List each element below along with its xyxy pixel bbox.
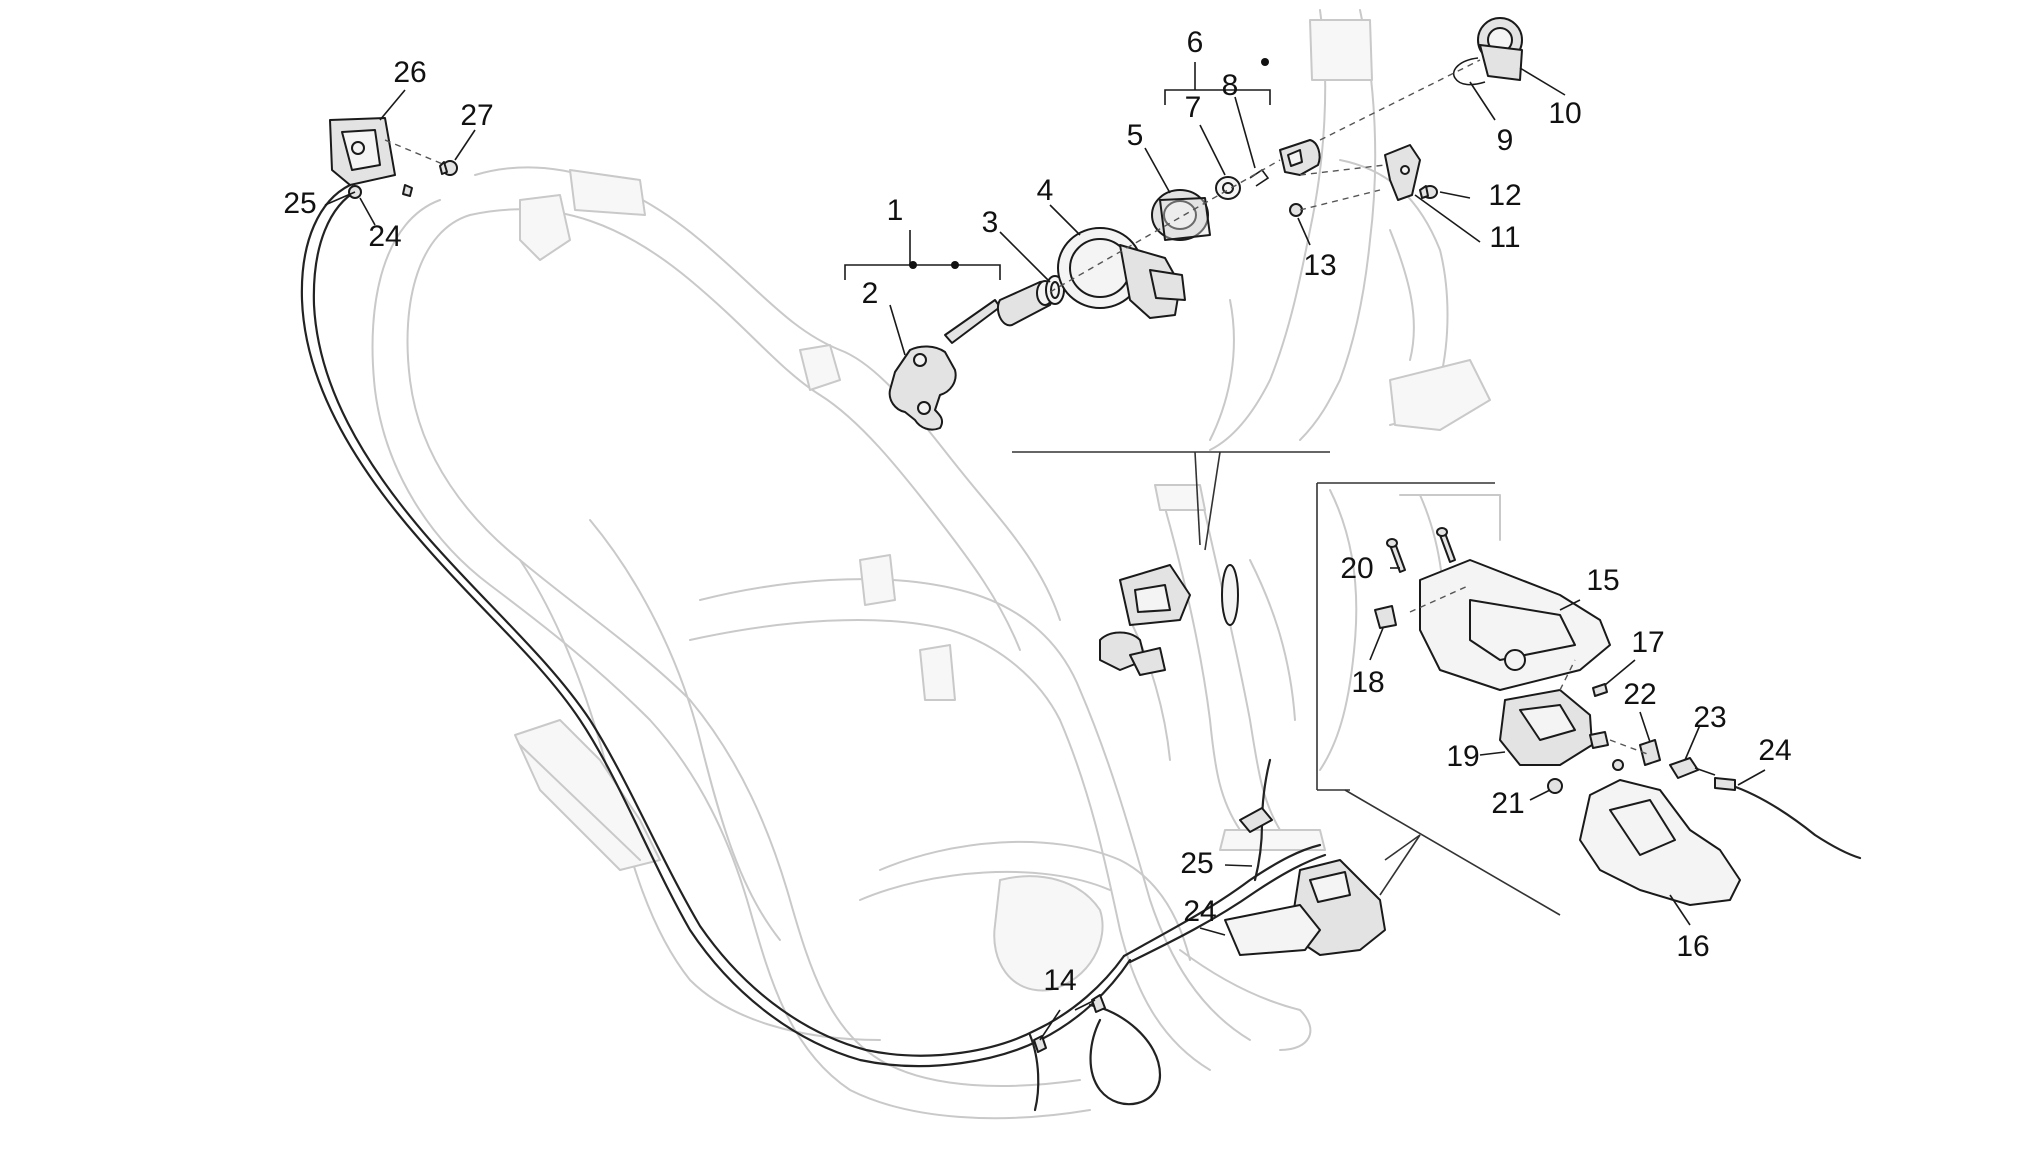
callout-1: 1	[887, 194, 904, 227]
part-8-spring	[1249, 168, 1270, 187]
callout-labels: 1 2 3 4 5 6 7 8 9 10 11 12 13 14 15 16 1…	[283, 26, 1791, 997]
callout-7: 7	[1185, 91, 1202, 124]
part-1-lock-cylinder	[996, 280, 1054, 327]
detail-frame-lines	[1012, 451, 1561, 916]
callout-23: 23	[1693, 701, 1726, 734]
callout-16: 16	[1676, 930, 1709, 963]
part-24-cable-end-top	[348, 184, 413, 199]
callout-25-top: 25	[283, 187, 316, 220]
callout-17: 17	[1631, 626, 1664, 659]
part-23-adjuster	[1669, 757, 1716, 779]
callout-8: 8	[1222, 69, 1239, 102]
callout-6: 6	[1187, 26, 1204, 59]
part-14-clamp	[1033, 994, 1106, 1053]
part-5-switch	[1151, 189, 1211, 241]
part-16-cover	[1579, 779, 1741, 906]
part-24-cable-end-right	[1714, 777, 1736, 791]
part-22-clip	[1612, 739, 1661, 771]
part-27-screw	[439, 160, 458, 176]
part-26-seat-latch	[329, 117, 396, 186]
callout-24-top: 24	[368, 220, 401, 253]
release-cables	[300, 183, 1862, 1112]
part-17-screw	[1592, 683, 1608, 697]
callout-18: 18	[1351, 666, 1384, 699]
part-25-lower-clip	[1239, 807, 1273, 833]
part-9-clip	[1453, 57, 1486, 86]
callout-9: 9	[1497, 124, 1514, 157]
part-12-screw	[1419, 185, 1438, 199]
part-15-cover	[1419, 559, 1611, 691]
part-10-switch-cap	[1477, 17, 1523, 81]
part-6-actuator	[1279, 139, 1321, 176]
leader-lines	[324, 62, 1766, 1041]
part-20-screws	[1386, 527, 1456, 573]
callout-12: 12	[1488, 179, 1521, 212]
dashed-axis-top-left	[384, 139, 446, 166]
callout-2: 2	[862, 277, 879, 310]
callout-21: 21	[1491, 787, 1524, 820]
callout-25-lower: 25	[1180, 847, 1213, 880]
callout-4: 4	[1037, 174, 1054, 207]
callout-5: 5	[1127, 119, 1144, 152]
callout-27: 27	[460, 99, 493, 132]
part-11-bracket	[1384, 144, 1421, 201]
part-7-washer	[1215, 176, 1241, 200]
callout-20: 20	[1340, 552, 1373, 585]
assembled-lock-view	[1099, 564, 1239, 676]
part-19-actuator	[1499, 689, 1609, 766]
callout-15: 15	[1586, 564, 1619, 597]
bracket-dots	[909, 58, 1269, 269]
callout-26: 26	[393, 56, 426, 89]
callout-14: 14	[1043, 964, 1076, 997]
callout-3: 3	[982, 206, 999, 239]
part-4-lock-housing	[1057, 227, 1186, 319]
callout-19: 19	[1446, 740, 1479, 773]
housing-lower-center	[1224, 859, 1386, 956]
callout-24-right: 24	[1758, 734, 1791, 767]
callout-24-lower: 24	[1183, 895, 1216, 928]
top-dashed-axis	[1049, 59, 1481, 293]
scooter-frame-ghost	[371, 9, 1501, 1120]
right-dashed-axis	[1409, 584, 1651, 756]
callout-10: 10	[1548, 97, 1581, 130]
callout-22: 22	[1623, 678, 1656, 711]
callout-13: 13	[1303, 249, 1336, 282]
callout-11: 11	[1489, 221, 1520, 254]
part-2-key	[888, 299, 1001, 431]
part-21-nut	[1547, 778, 1563, 794]
part-18-clip	[1374, 605, 1397, 629]
